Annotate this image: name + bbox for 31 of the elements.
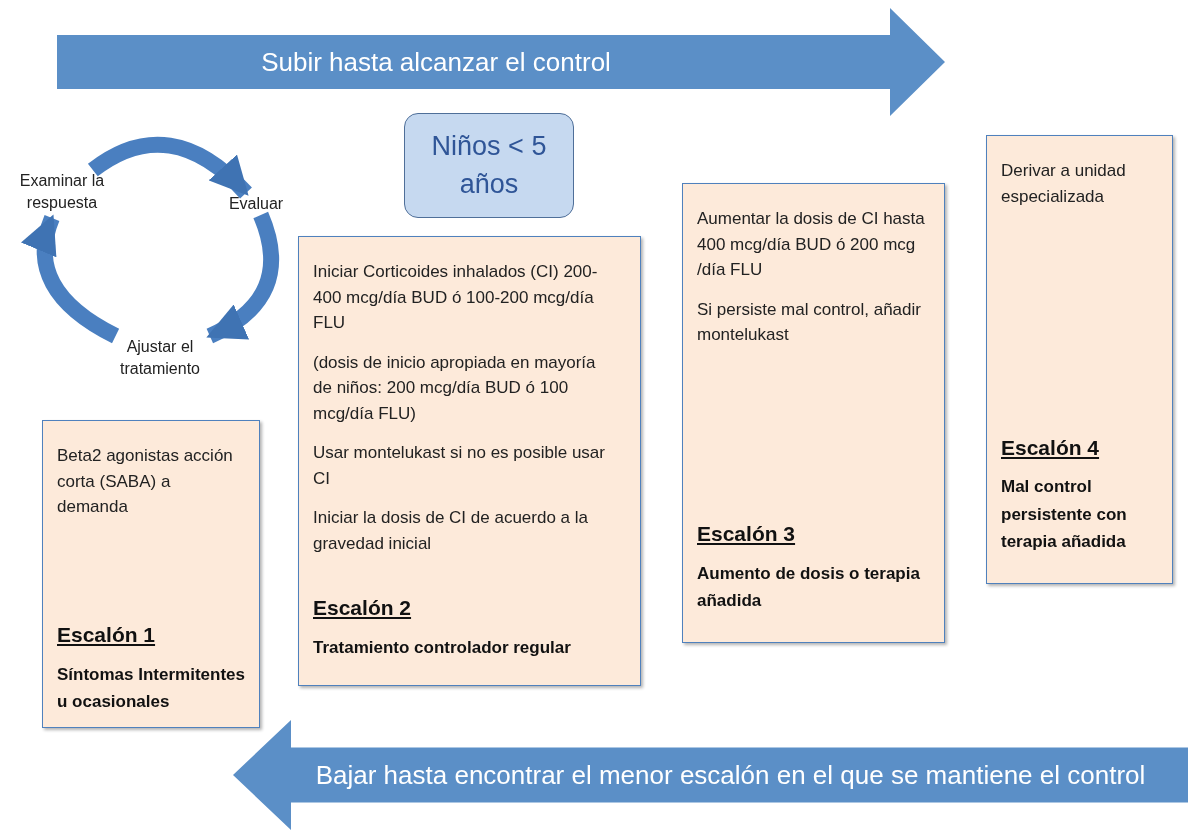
step-title: Escalón 1: [57, 622, 157, 649]
age-group-box: [404, 113, 574, 218]
cycle-step-label: Examinar la respuesta: [4, 170, 120, 218]
step-description: Si persiste mal control, añadir montelukast: [697, 298, 922, 346]
cycle-step-label: Ajustar el tratamiento: [108, 336, 212, 380]
step-description: (dosis de inicio apropiada en mayoría de niños: 200 mcg/día BUD ó 100 mcg/día FLU): [313, 351, 597, 425]
step-subtitle: Aumento de dosis o terapia añadida: [697, 562, 921, 612]
step-title: Escalón 2: [313, 595, 413, 622]
step-description: Beta2 agonistas acción corta (SABA) a demanda: [57, 445, 234, 518]
step-box: [298, 236, 641, 686]
step-description: Aumentar la dosis de CI hasta 400 mcg/día BUD ó 200 mcg /día FLU: [697, 208, 926, 281]
step-description: Iniciar la dosis de CI de acuerdo a la gravedad inicial: [313, 507, 589, 555]
cycle-arrow: [88, 136, 252, 199]
step-title: Escalón 3: [697, 521, 797, 548]
cycle-step-label: Evaluar: [222, 193, 290, 215]
step-subtitle: Síntomas Intermitentes u ocasionales: [57, 663, 245, 713]
step-subtitle: Mal control persistente con terapia añadida: [1001, 476, 1128, 553]
block-arrow: [57, 8, 945, 116]
step-description: Usar montelukast si no es posible usar CI: [313, 442, 606, 490]
step-subtitle: Tratamiento controlador regular: [313, 636, 572, 659]
arrow-label: Bajar hasta encontrar el menor escalón en el que se mantiene el control: [314, 758, 1146, 792]
age-group-text: Niños < 5 años: [430, 129, 548, 201]
step-title: Escalón 4: [1001, 434, 1101, 461]
block-arrow: [233, 720, 1188, 830]
step-box: [682, 183, 945, 643]
step-box: [986, 135, 1173, 584]
cycle-arrow: [22, 214, 120, 344]
step-box: [42, 420, 260, 728]
step-description: Derivar a unidad especializada: [1001, 160, 1127, 208]
arrow-label: Subir hasta alcanzar el control: [261, 45, 612, 79]
step-description: Iniciar Corticoides inhalados (CI) 200-400 mcg/día BUD ó 100-200 mcg/día FLU: [313, 261, 599, 334]
